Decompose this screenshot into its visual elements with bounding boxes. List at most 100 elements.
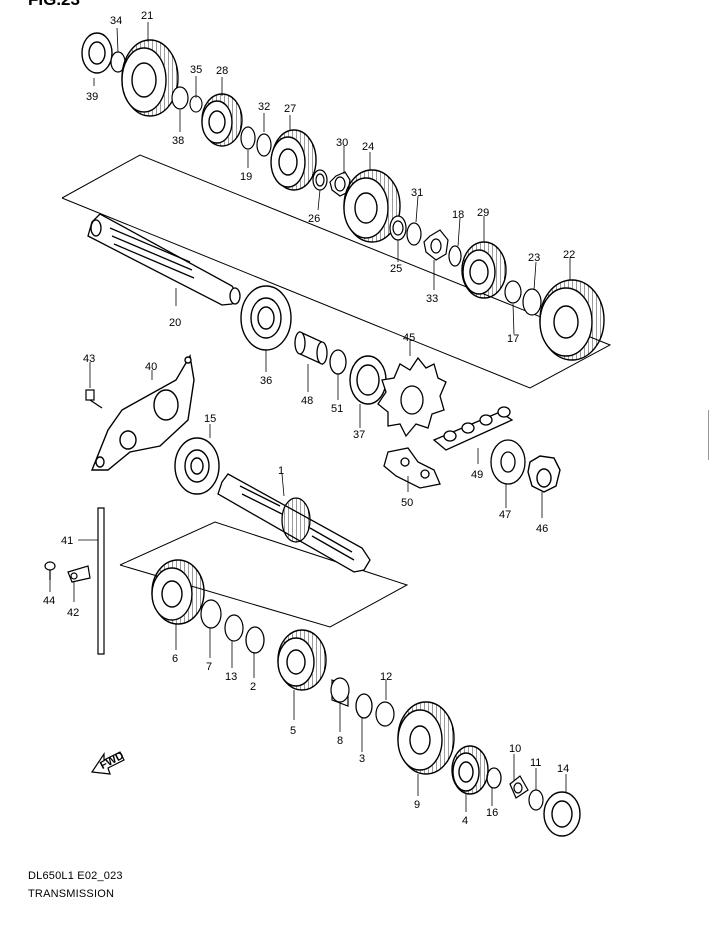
part-29-gear (461, 241, 507, 299)
part-11-washer (528, 789, 544, 811)
part-48-spacer (294, 330, 328, 366)
callout-36: 36 (260, 375, 272, 387)
part-19-circlip (240, 126, 256, 150)
callout-8: 8 (337, 735, 343, 747)
callout-10: 10 (509, 743, 521, 755)
part-10-washer (509, 775, 529, 799)
section-title: TRANSMISSION (28, 888, 115, 900)
part-17-circlip (504, 280, 522, 304)
callout-21: 21 (141, 10, 153, 22)
part-27-gear (270, 129, 317, 191)
callout-46: 46 (536, 523, 548, 535)
callout-5: 5 (290, 725, 296, 737)
callout-11: 11 (530, 757, 541, 769)
callout-17: 17 (507, 333, 519, 345)
part-23-washer (522, 288, 542, 316)
part-21-gear (121, 39, 179, 117)
part-33-lock-washer (423, 229, 449, 261)
part-41-shift-rod (97, 507, 105, 655)
part-1-main-shaft (217, 473, 371, 573)
part-13-washer (224, 614, 244, 642)
callout-51: 51 (331, 403, 343, 415)
countershaft-panel (61, 154, 612, 389)
callout-47: 47 (499, 509, 511, 521)
callout-33: 33 (426, 293, 438, 305)
callout-49: 49 (471, 469, 483, 481)
part-37-oil-seal (349, 355, 387, 405)
part-46-nut (527, 455, 561, 493)
part-42-clip (67, 565, 91, 583)
part-30-lock-washer (329, 171, 351, 197)
part-32-washer (256, 133, 272, 157)
part-15-bearing (174, 437, 220, 495)
part-45-sprocket (377, 356, 447, 438)
part-31-washer (406, 222, 422, 246)
part-35-washer (189, 95, 203, 113)
part-12-washer (375, 701, 395, 727)
edge-tick (708, 410, 718, 460)
part-5-gear (277, 629, 327, 691)
part-39-bearing (81, 32, 113, 74)
part-14-bearing (543, 791, 581, 837)
part-51-o-ring (329, 349, 347, 375)
callout-37: 37 (353, 429, 365, 441)
part-50-chain-joint (383, 447, 441, 489)
figure-title: FIG.23 (28, 0, 80, 10)
callout-44: 44 (43, 595, 55, 607)
callout-7: 7 (206, 661, 212, 673)
part-8-bearing (330, 677, 350, 707)
callout-12: 12 (380, 671, 392, 683)
callout-38: 38 (172, 135, 184, 147)
fwd-label: FWD (98, 750, 126, 772)
callout-42: 42 (67, 607, 79, 619)
callout-26: 26 (308, 213, 320, 225)
callout-43: 43 (83, 353, 95, 365)
callout-32: 32 (258, 101, 270, 113)
part-9-gear (397, 701, 455, 775)
callout-labels: 34 21 39 35 28 38 32 27 19 30 24 26 31 1… (43, 10, 575, 827)
part-24-gear (343, 169, 401, 243)
callout-18: 18 (452, 209, 464, 221)
callout-6: 6 (172, 653, 178, 665)
part-47-washer (490, 439, 526, 485)
callout-29: 29 (477, 207, 489, 219)
part-40-bracket (90, 353, 195, 471)
callout-15: 15 (204, 413, 216, 425)
leader-lines (49, 22, 571, 812)
part-49-drive-chain (432, 406, 514, 451)
callout-31: 31 (411, 187, 423, 199)
part-26-bearing (312, 169, 328, 191)
callout-28: 28 (216, 65, 228, 77)
part-44-bolt (44, 561, 56, 580)
callout-40: 40 (145, 361, 157, 373)
callout-24: 24 (362, 141, 374, 153)
callout-27: 27 (284, 103, 296, 115)
callout-2: 2 (250, 681, 256, 693)
callout-20: 20 (169, 317, 181, 329)
fwd-arrow-icon: FWD (90, 750, 126, 775)
part-25-bearing (389, 215, 407, 241)
callout-50: 50 (401, 497, 413, 509)
callout-14: 14 (557, 763, 569, 775)
callout-1: 1 (278, 465, 284, 477)
callout-30: 30 (336, 137, 348, 149)
callout-41: 41 (61, 535, 73, 547)
callout-34: 34 (110, 15, 122, 27)
part-6-gear (151, 559, 205, 625)
mainshaft-panel (119, 521, 409, 628)
diagram-code: DL650L1 E02_023 (28, 870, 123, 882)
part-36-bearing (240, 285, 292, 351)
callout-39: 39 (86, 91, 98, 103)
part-38-bushing (171, 86, 189, 110)
callout-4: 4 (462, 815, 468, 827)
callout-23: 23 (528, 252, 540, 264)
part-20-countershaft (87, 213, 241, 306)
callout-13: 13 (225, 671, 237, 683)
callout-45: 45 (403, 332, 415, 344)
part-43-bolt (85, 389, 103, 409)
part-28-gear (201, 93, 243, 147)
callout-3: 3 (359, 753, 365, 765)
part-22-gear (539, 279, 605, 361)
part-2-circlip (245, 626, 265, 654)
